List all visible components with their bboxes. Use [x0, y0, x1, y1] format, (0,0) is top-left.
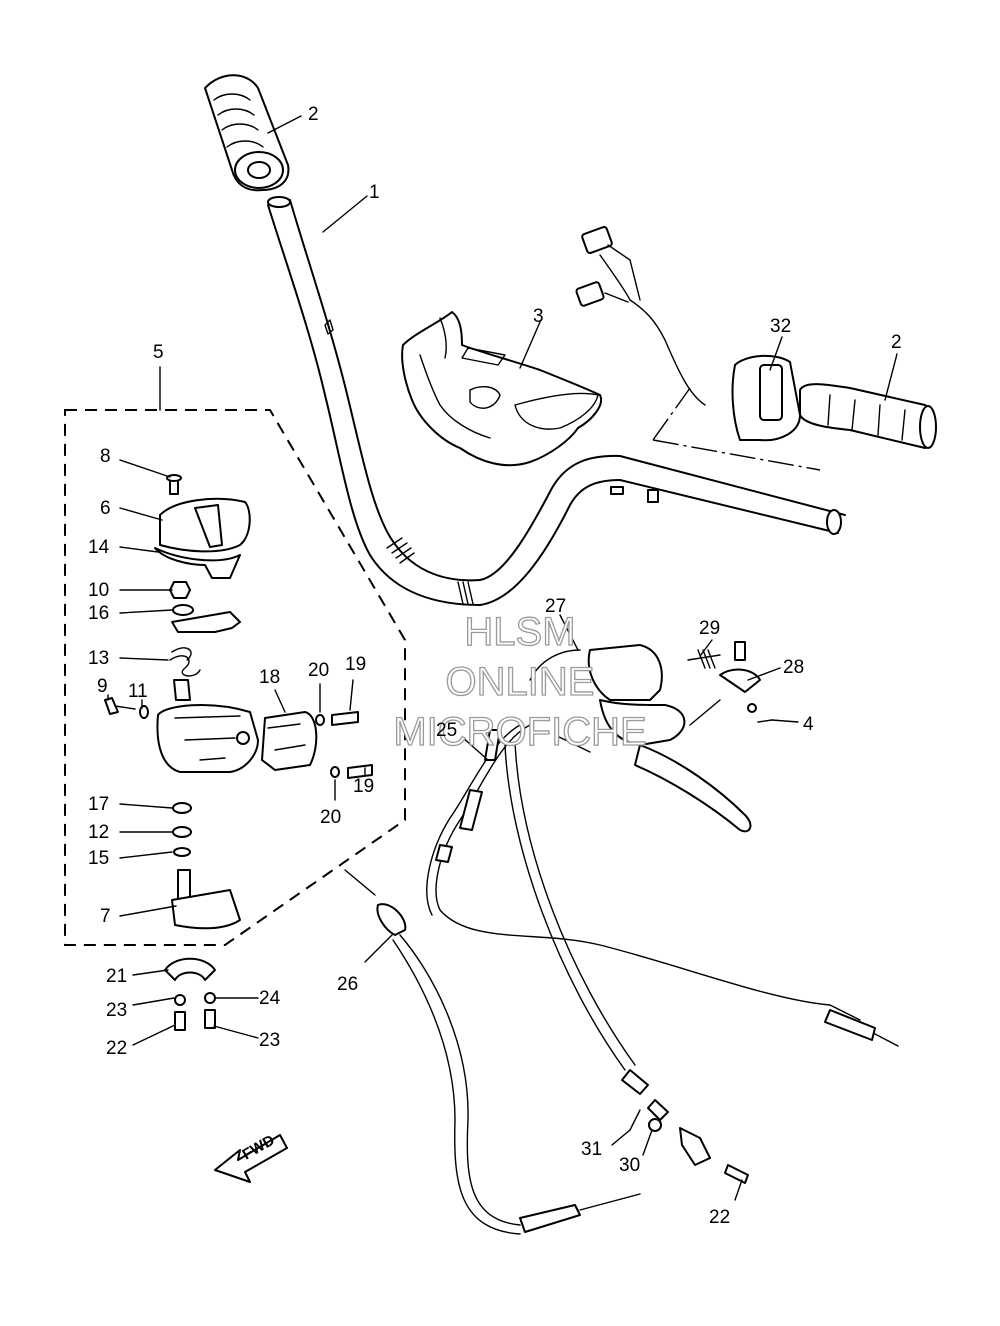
brake-lever-assembly [529, 641, 773, 833]
callout-7: 7 [100, 906, 111, 927]
callout-6: 6 [100, 498, 111, 519]
switch-assembly-outline [64, 409, 406, 946]
callout-28: 29 [699, 618, 720, 639]
parking-cable [504, 741, 749, 1184]
callout-19-upper: 19 [345, 654, 366, 675]
callout-29: 22 [709, 1207, 730, 1228]
bracket-parts [164, 957, 216, 1031]
callout-22-left: 22 [106, 1038, 127, 1059]
front-cover [401, 311, 603, 467]
callout-20-lower: 20 [320, 807, 341, 828]
callout-25: 26 [337, 974, 358, 995]
callout-18: 18 [259, 667, 280, 688]
callout-20-upper: 20 [308, 660, 329, 681]
callout-13: 13 [88, 648, 109, 669]
fwd-arrow: FWD [214, 1132, 288, 1183]
throttle-cable [344, 869, 641, 1235]
callout-31: 31 [581, 1139, 602, 1160]
callout-23-right: 24 [259, 988, 281, 1009]
watermark-line-2: ONLINE [446, 660, 595, 704]
callout-17: 17 [88, 794, 109, 815]
callout-26: 27 [545, 596, 566, 617]
handlebar [267, 196, 846, 606]
callout-27: 28 [783, 657, 804, 678]
callout-2-grip-right: 2 [891, 332, 902, 353]
callout-12: 12 [88, 822, 109, 843]
callout-30: 30 [619, 1155, 640, 1176]
callout-15: 15 [88, 848, 109, 869]
callout-23-left: 23 [106, 1000, 127, 1021]
left-switch-parts [104, 474, 373, 930]
callout-4: 4 [803, 714, 814, 735]
callout-10: 10 [88, 580, 109, 601]
callout-19-lower: 19 [353, 776, 374, 797]
callout-9: 9 [97, 676, 108, 697]
right-switch-and-grip [575, 226, 937, 471]
callout-22-right: 23 [259, 1030, 280, 1051]
callout-11: 11 [128, 681, 148, 702]
watermark: HLSM ONLINE MICROFICHE [393, 609, 648, 754]
callout-5: 5 [153, 342, 164, 363]
callout-1: 1 [369, 182, 380, 203]
brake-cable [426, 724, 899, 1047]
callout-3: 3 [533, 306, 544, 327]
watermark-line-3: MICROFICHE [393, 710, 646, 754]
leader-lines [107, 115, 898, 1201]
callout-21: 21 [106, 966, 127, 987]
callout-2-grip-left: 2 [308, 104, 319, 125]
callout-24: 25 [436, 720, 457, 741]
callout-numbers: 2 1 3 32 2 5 8 6 14 10 16 13 9 11 18 20 … [88, 104, 902, 1228]
callout-16: 16 [88, 603, 109, 624]
watermark-line-1: HLSM [464, 610, 575, 654]
callout-14: 14 [88, 537, 110, 558]
callout-8: 8 [100, 446, 111, 467]
left-grip [204, 74, 290, 192]
callout-32: 32 [770, 316, 791, 337]
